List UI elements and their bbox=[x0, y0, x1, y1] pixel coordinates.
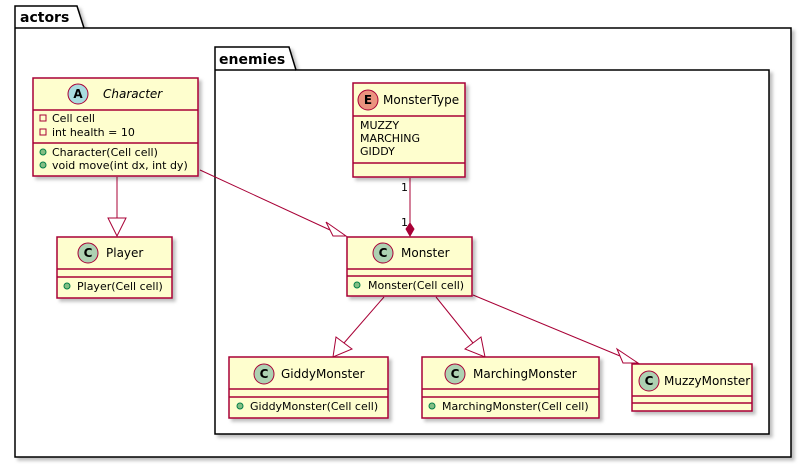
class-method: GiddyMonster(Cell cell) bbox=[250, 400, 378, 413]
class-kind-letter: C bbox=[451, 367, 460, 381]
composition-diamond bbox=[405, 222, 415, 238]
class-field: Cell cell bbox=[52, 112, 95, 125]
class-giddy-monster: C GiddyMonster GiddyMonster(Cell cell) bbox=[228, 356, 389, 419]
class-player: C Player Player(Cell cell) bbox=[56, 236, 173, 299]
private-field-icon bbox=[39, 114, 47, 122]
generalization-muzzy-monster bbox=[472, 294, 621, 357]
class-method: Player(Cell cell) bbox=[77, 280, 163, 293]
class-name: MarchingMonster bbox=[473, 367, 577, 381]
package-enemies-label: enemies bbox=[219, 52, 285, 68]
public-method-icon bbox=[428, 402, 436, 410]
enum-value: MARCHING bbox=[360, 132, 420, 145]
generalization-arrowhead bbox=[615, 347, 640, 364]
class-method: Character(Cell cell) bbox=[52, 146, 158, 159]
generalization-arrowhead bbox=[107, 217, 127, 238]
class-badge-icon bbox=[444, 363, 466, 385]
generalization-arrowhead bbox=[332, 336, 353, 358]
private-field-icon bbox=[39, 128, 47, 136]
public-method-icon bbox=[236, 402, 244, 410]
class-character: A Character Cell cell int health = 10 Ch… bbox=[32, 77, 199, 177]
class-marching-monster: C MarchingMonster MarchingMonster(Cell c… bbox=[421, 356, 600, 419]
generalization-giddy-monster bbox=[343, 296, 385, 344]
class-kind-letter: C bbox=[84, 246, 93, 260]
class-badge-icon bbox=[77, 242, 99, 264]
public-method-icon bbox=[63, 282, 71, 290]
class-name: GiddyMonster bbox=[281, 367, 365, 381]
public-method-icon bbox=[353, 281, 361, 289]
class-method: MarchingMonster(Cell cell) bbox=[442, 400, 589, 413]
generalization-arrowhead bbox=[325, 221, 348, 237]
enum-value: GIDDY bbox=[360, 145, 395, 158]
class-method: Monster(Cell cell) bbox=[368, 279, 464, 292]
class-name: Player bbox=[106, 246, 143, 260]
package-actors-label: actors bbox=[20, 10, 69, 26]
class-kind-letter: A bbox=[73, 87, 83, 101]
class-name: Character bbox=[103, 87, 163, 101]
public-method-icon bbox=[39, 148, 47, 156]
class-kind-letter: C bbox=[645, 374, 654, 388]
generalization-marching-monster bbox=[435, 296, 474, 344]
generalization-monster-character bbox=[199, 169, 331, 231]
class-method: void move(int dx, int dy) bbox=[52, 159, 188, 172]
class-monster: C Monster Monster(Cell cell) bbox=[346, 236, 473, 297]
relations bbox=[107, 169, 640, 364]
class-name: MonsterType bbox=[383, 93, 459, 107]
abstract-badge-icon bbox=[67, 83, 89, 105]
class-field: int health = 10 bbox=[52, 126, 135, 139]
class-kind-letter: E bbox=[364, 93, 372, 107]
public-method-icon bbox=[39, 161, 47, 169]
class-name: MuzzyMonster bbox=[664, 374, 750, 388]
class-badge-icon bbox=[638, 370, 660, 392]
enum-value: MUZZY bbox=[360, 119, 399, 132]
class-kind-letter: C bbox=[379, 246, 388, 260]
generalization-arrowhead bbox=[463, 336, 486, 358]
class-monster-type: E MonsterType MUZZY MARCHING GIDDY bbox=[352, 82, 466, 178]
composition-from-multiplicity: 1 bbox=[401, 181, 408, 194]
class-badge-icon bbox=[253, 363, 275, 385]
composition-to-multiplicity: 1 bbox=[401, 216, 408, 229]
class-name: Monster bbox=[401, 246, 450, 260]
class-muzzy-monster: C MuzzyMonster bbox=[631, 363, 753, 412]
class-kind-letter: C bbox=[260, 367, 269, 381]
enum-badge-icon bbox=[357, 89, 379, 111]
class-badge-icon bbox=[372, 242, 394, 264]
